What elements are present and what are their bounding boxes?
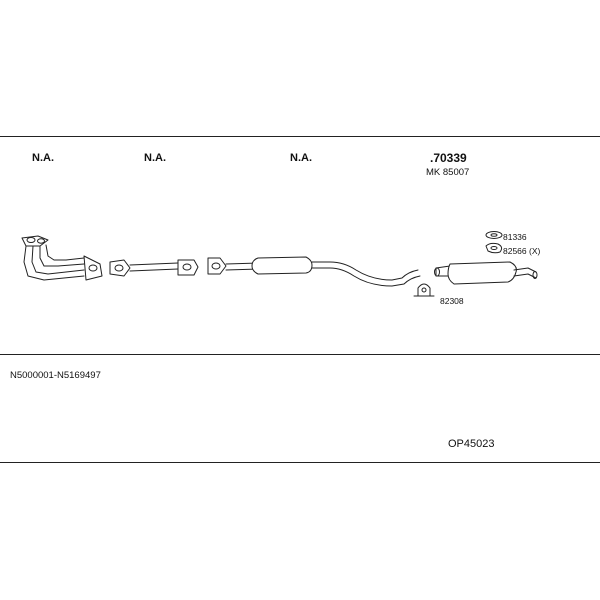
serial-range: N5000001-N5169497	[10, 370, 101, 381]
part3-label: N.A.	[290, 152, 312, 164]
front-pipe-part	[21, 235, 103, 281]
rubber-mount-icon	[485, 231, 503, 239]
intermediate-pipe-part	[109, 259, 199, 277]
rear-silencer-part	[434, 261, 538, 285]
clamp-icon	[485, 242, 503, 254]
accessory-81336-label: 81336	[503, 232, 527, 242]
accessory-82566-label: 82566 (X)	[503, 246, 541, 256]
front-silencer-part	[207, 256, 421, 287]
u-clamp-icon	[413, 283, 435, 297]
part1-label: N.A.	[32, 152, 54, 164]
accessory-82308-label: 82308	[440, 296, 464, 306]
part4-number: .70339	[430, 151, 467, 165]
part4-kit: MK 85007	[426, 167, 470, 178]
set-code: OP45023	[448, 438, 495, 450]
section-divider	[0, 354, 600, 355]
part2-label: N.A.	[144, 152, 166, 164]
diagram-frame	[0, 136, 600, 463]
